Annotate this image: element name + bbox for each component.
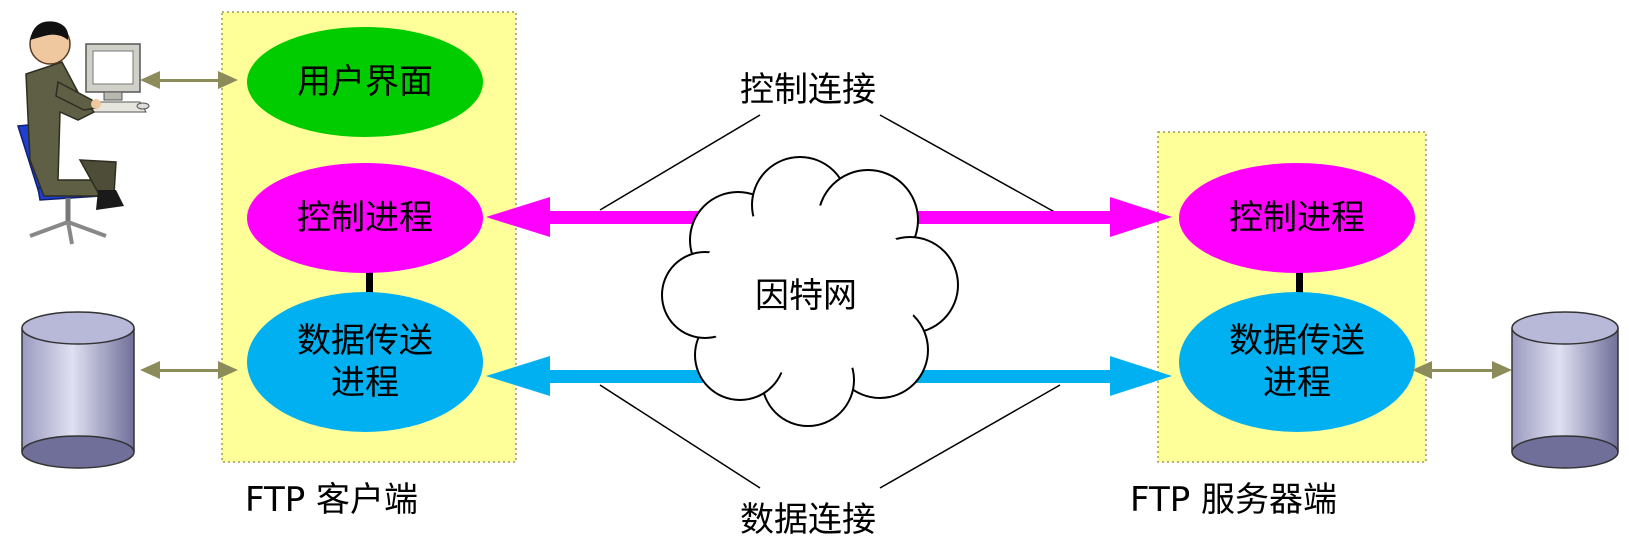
client-control-label: 控制进程: [247, 163, 483, 273]
server-control-ellipse: [1179, 163, 1415, 273]
client-ui-label: 用户界面: [247, 27, 483, 137]
client-control-text: 控制进程: [297, 198, 433, 238]
client-link-bar: [366, 263, 373, 309]
client-ui-ellipse: [247, 27, 483, 137]
internet-cloud: [661, 156, 959, 427]
server-title: FTP 服务器端: [1130, 480, 1338, 520]
server-data-ellipse: [1179, 292, 1415, 432]
client-title: FTP 客户端: [245, 480, 419, 520]
client-data-label: 数据传送 进程: [247, 292, 483, 432]
cloud-label: 因特网: [755, 276, 857, 316]
client-database-icon: [21, 311, 135, 469]
server-data-text-1: 数据传送: [1229, 321, 1365, 361]
label-leader-lines: [599, 114, 1061, 489]
server-data-label: 数据传送 进程: [1179, 292, 1415, 432]
client-data-ellipse: [247, 292, 483, 432]
client-ui-text: 用户界面: [297, 62, 433, 102]
client-control-ellipse: [247, 163, 483, 273]
user-ui-arrow: [140, 71, 238, 89]
data-connection-label: 数据连接: [740, 500, 876, 540]
user-at-computer-icon: [17, 21, 150, 245]
server-database-icon: [1511, 311, 1619, 469]
server-link-bar: [1296, 265, 1303, 305]
server-control-text: 控制进程: [1229, 198, 1365, 238]
server-control-label: 控制进程: [1179, 163, 1415, 273]
client-db-arrow: [140, 361, 238, 379]
client-data-text-2: 进程: [331, 363, 399, 403]
server-db-arrow: [1412, 361, 1512, 379]
server-data-text-2: 进程: [1263, 363, 1331, 403]
client-data-text-1: 数据传送: [297, 321, 433, 361]
control-connection-label: 控制连接: [740, 70, 876, 110]
